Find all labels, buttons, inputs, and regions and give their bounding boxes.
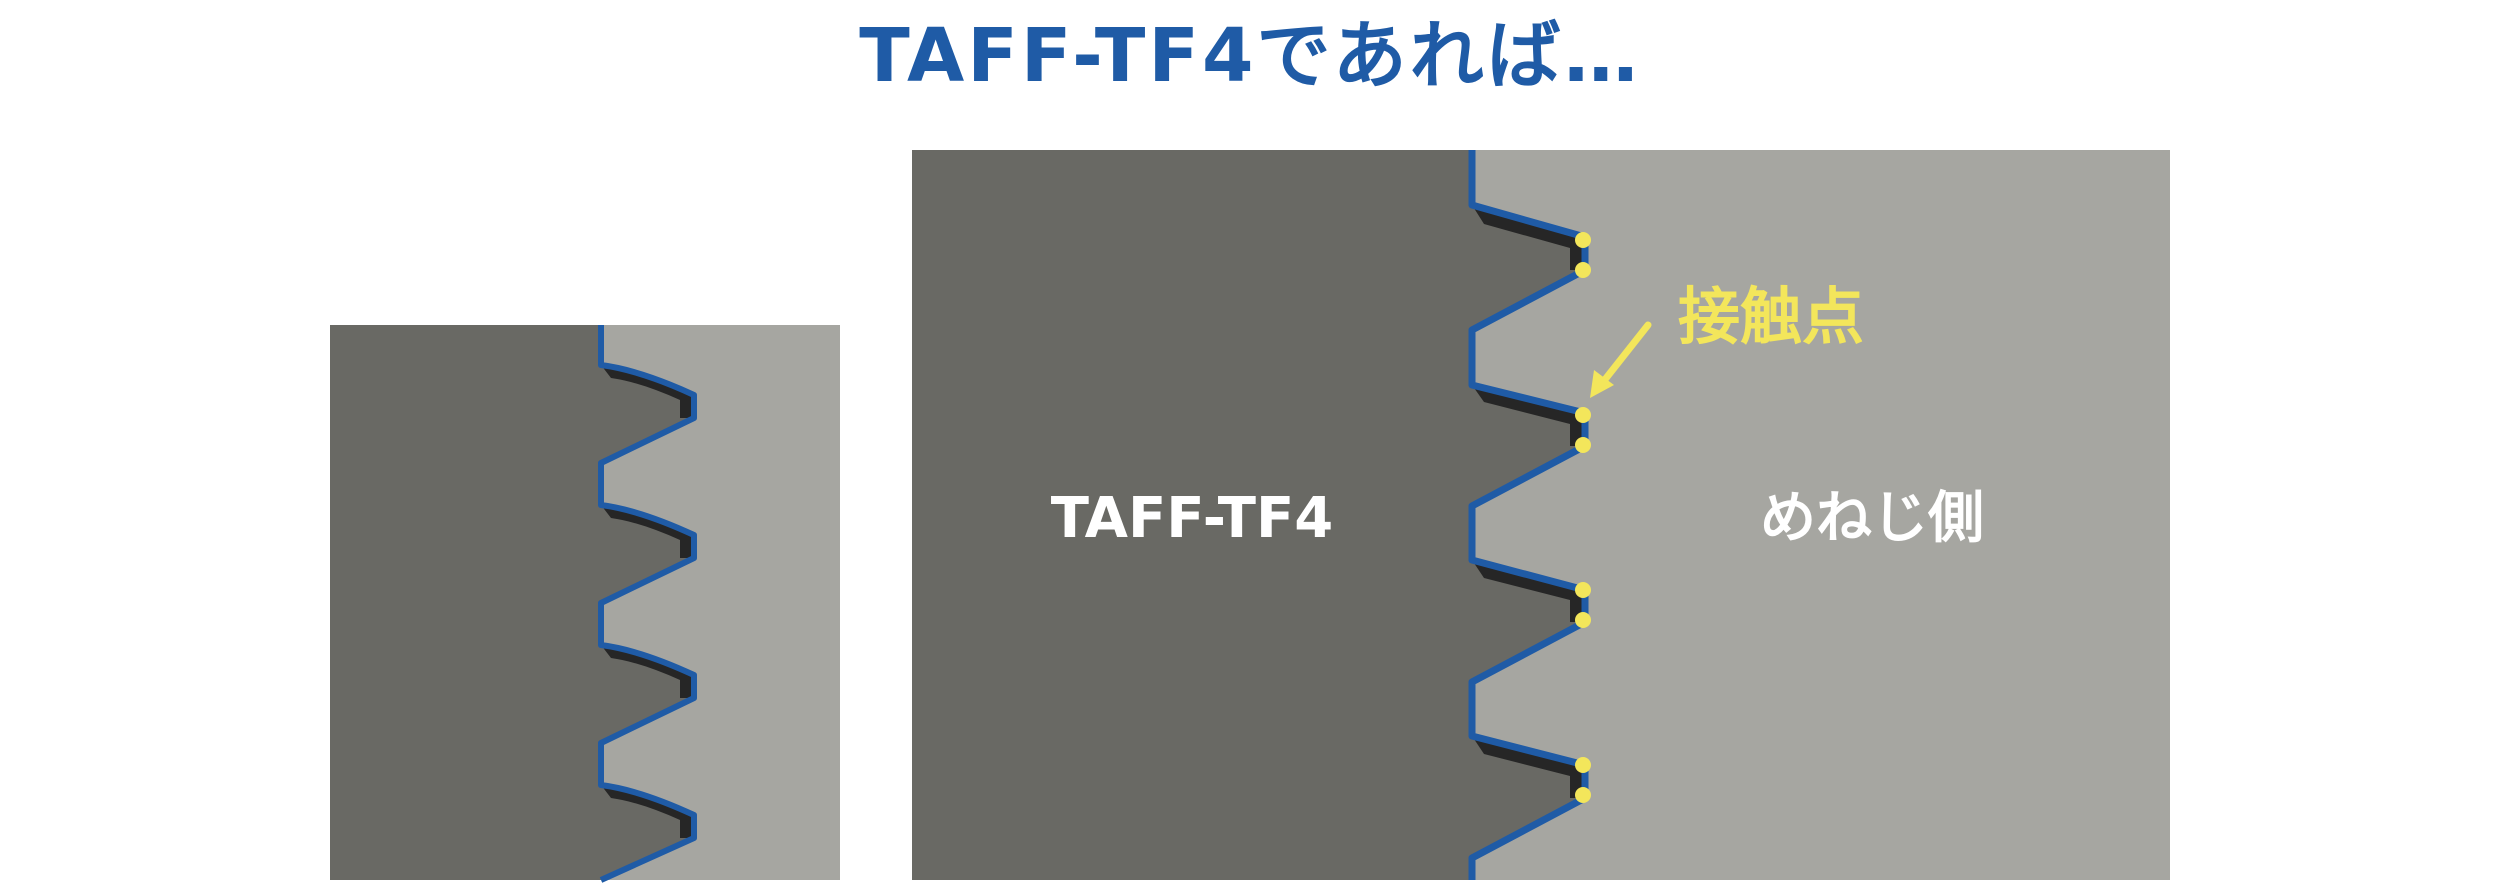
contact-point: [1575, 757, 1591, 773]
contact-point: [1575, 437, 1591, 453]
callout-arrow-shaft: [1599, 321, 1652, 386]
left-thread-profile: [598, 325, 697, 883]
right-thread-shadow: [1472, 205, 1585, 798]
contact-callout-arrow: [1590, 321, 1652, 398]
contact-point: [1575, 582, 1591, 598]
page-title: TAFF-TF4であれば…: [859, 13, 1641, 99]
callout-arrow-head: [1590, 370, 1614, 398]
contact-points: [1575, 232, 1591, 803]
contact-point: [1575, 612, 1591, 628]
right-bolt-body: [912, 150, 1585, 880]
contact-point: [1575, 232, 1591, 248]
nut-label: めねじ側: [1760, 486, 1984, 551]
contact-point: [1575, 787, 1591, 803]
contact-point-label: 接触点: [1678, 280, 1864, 353]
contact-point: [1575, 262, 1591, 278]
left-thread-shadow: [601, 365, 694, 838]
left-panel: [330, 325, 840, 883]
right-panel: 接触点 TAFF-TF4 めねじ側: [912, 150, 2170, 880]
contact-point: [1575, 407, 1591, 423]
bolt-label: TAFF-TF4: [1051, 486, 1333, 551]
